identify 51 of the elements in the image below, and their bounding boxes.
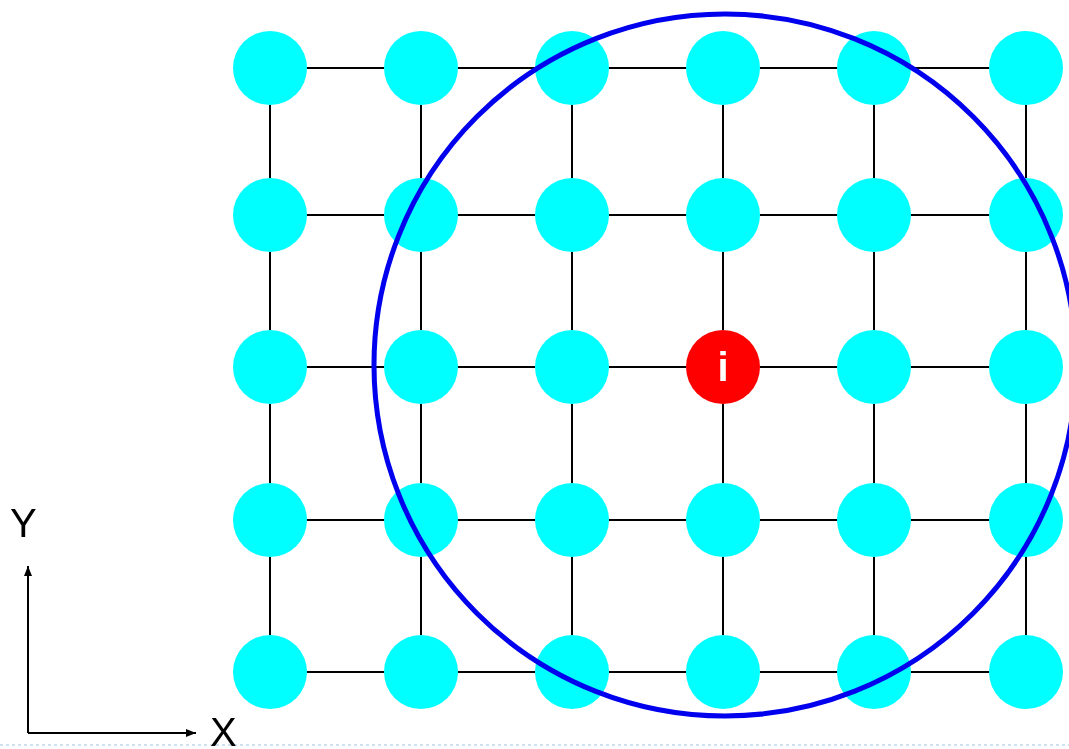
grid-line bbox=[608, 519, 687, 521]
grid-line bbox=[571, 403, 573, 484]
grid-line bbox=[759, 214, 838, 216]
grid-line bbox=[420, 251, 422, 331]
highlighted-site-circle: i bbox=[686, 330, 760, 404]
grid-line bbox=[608, 214, 687, 216]
grid-line bbox=[759, 671, 838, 673]
grid-line bbox=[420, 403, 422, 484]
grid-line bbox=[1025, 403, 1027, 484]
grid-line bbox=[420, 556, 422, 636]
grid-line bbox=[873, 104, 875, 179]
grid-line bbox=[873, 251, 875, 331]
grid-line bbox=[1025, 104, 1027, 179]
axis-label: Y bbox=[10, 503, 37, 543]
grid-line bbox=[722, 403, 724, 484]
grid-line bbox=[306, 67, 385, 69]
grid-line bbox=[306, 214, 385, 216]
grid-line bbox=[759, 519, 838, 521]
grid-line bbox=[910, 519, 990, 521]
grid-line bbox=[457, 366, 536, 368]
grid-line bbox=[306, 671, 385, 673]
grid-line bbox=[722, 251, 724, 331]
grid-line bbox=[571, 251, 573, 331]
grid-line bbox=[1025, 556, 1027, 636]
grid-line bbox=[457, 519, 536, 521]
grid-line bbox=[910, 214, 990, 216]
grid-line bbox=[306, 366, 385, 368]
grid-line bbox=[306, 519, 385, 521]
grid-line bbox=[910, 366, 990, 368]
grid-line bbox=[269, 556, 271, 636]
grid-line bbox=[910, 671, 990, 673]
grid-line bbox=[571, 556, 573, 636]
grid-line bbox=[457, 671, 536, 673]
grid-line bbox=[608, 67, 687, 69]
grid-line bbox=[722, 104, 724, 179]
grid-line bbox=[269, 251, 271, 331]
grid-line bbox=[269, 403, 271, 484]
grid-line bbox=[420, 104, 422, 179]
grid-line bbox=[457, 67, 536, 69]
grid-line bbox=[759, 67, 838, 69]
axis-label: X bbox=[210, 712, 237, 749]
grid-line bbox=[608, 671, 687, 673]
grid-line bbox=[608, 366, 687, 368]
grid-line bbox=[722, 556, 724, 636]
grid-line bbox=[759, 366, 838, 368]
grid-line bbox=[269, 104, 271, 179]
grid-line bbox=[457, 214, 536, 216]
grid-line bbox=[1025, 251, 1027, 331]
grid-line bbox=[873, 556, 875, 636]
grid-line bbox=[571, 104, 573, 179]
grid-line bbox=[873, 403, 875, 484]
